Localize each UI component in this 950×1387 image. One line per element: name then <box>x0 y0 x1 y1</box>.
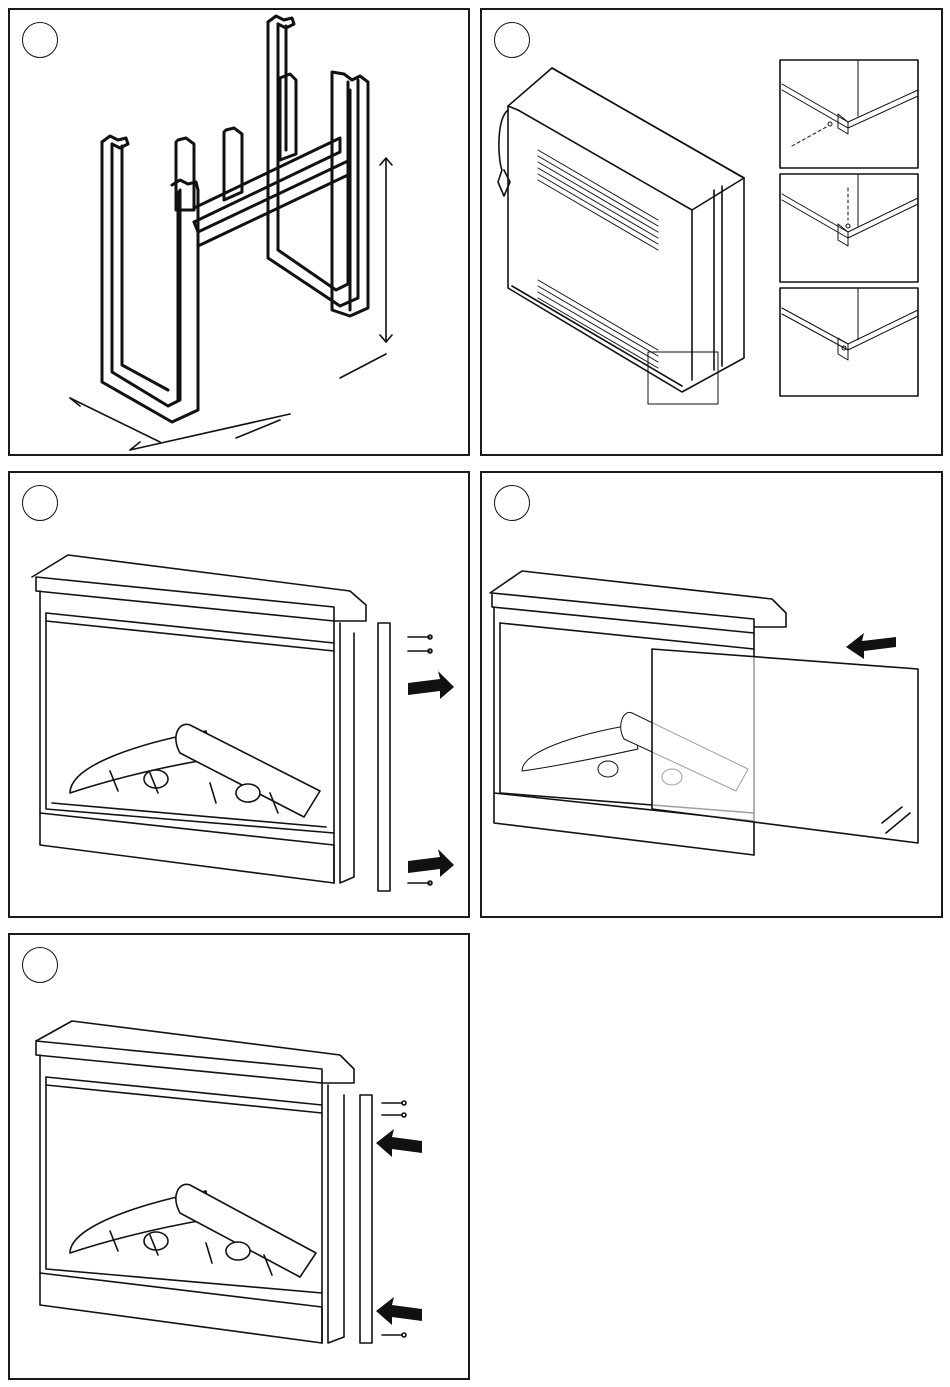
screws <box>408 635 432 885</box>
pull-arrow-upper <box>408 671 454 699</box>
side-trim-piece <box>378 623 390 891</box>
pull-arrow-lower <box>408 849 454 877</box>
bracket-detail-2 <box>780 174 918 282</box>
step-3-panel <box>8 471 470 918</box>
middle-posts <box>176 128 242 210</box>
log-set <box>70 1184 316 1277</box>
insert-rear-bracket-illustration <box>482 10 945 458</box>
remove-side-trim-illustration <box>10 473 472 920</box>
bracket-detail-1 <box>780 60 918 168</box>
left-u-frame <box>102 136 198 422</box>
log-set <box>70 724 320 817</box>
push-arrow <box>846 633 896 659</box>
firebox-front <box>36 1021 354 1343</box>
step-4-panel <box>480 471 943 918</box>
push-arrow-upper <box>376 1129 422 1157</box>
step-5-panel <box>8 933 470 1380</box>
reattach-side-trim-illustration <box>10 935 472 1382</box>
cross-bars <box>194 138 350 246</box>
step-2-panel <box>480 8 943 456</box>
step-1-panel <box>8 8 470 456</box>
glass-panel <box>652 649 918 843</box>
side-trim-piece <box>360 1095 372 1343</box>
frame-assembly-illustration <box>10 10 472 458</box>
push-arrow-lower <box>376 1297 422 1325</box>
firebox-front <box>32 555 366 883</box>
insert-glass-panel-illustration <box>482 473 945 920</box>
bracket-detail-3 <box>780 288 918 396</box>
